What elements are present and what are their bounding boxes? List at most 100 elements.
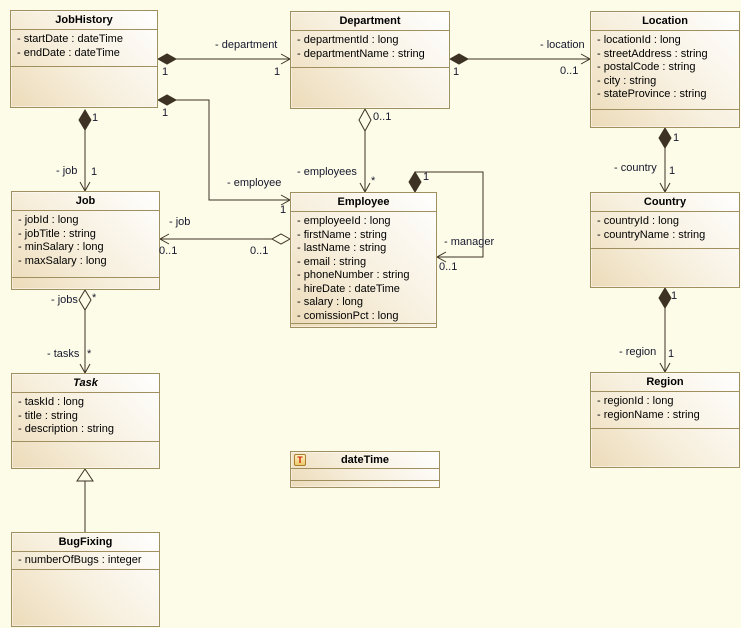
class-name: BugFixing xyxy=(12,533,159,552)
class-attribute: - postalCode : string xyxy=(597,61,696,73)
class-bugfixing[interactable]: BugFixing - numberOfBugs : integer xyxy=(11,532,160,627)
composition-diamond xyxy=(408,171,422,193)
aggregation-diamond xyxy=(270,233,292,245)
association-location-country[interactable] xyxy=(658,127,672,194)
class-attribute: - streetAddress : string xyxy=(597,47,708,60)
multiplicity: 1 xyxy=(671,290,678,302)
class-name: Task xyxy=(12,374,159,393)
class-attribute: - regionName : string xyxy=(597,408,700,421)
class-country[interactable]: Country - countryId : long - countryName… xyxy=(590,192,740,288)
class-attributes-compartment xyxy=(291,469,439,481)
class-operations-compartment xyxy=(591,110,739,127)
class-attribute: - locationId : long xyxy=(597,34,681,46)
association-jobhistory-department[interactable] xyxy=(156,53,292,65)
role-label: - location xyxy=(540,39,585,51)
multiplicity: * xyxy=(87,348,92,360)
class-attribute: - minSalary : long xyxy=(18,241,104,253)
class-attribute: - city : string xyxy=(597,74,657,87)
role-label: - job xyxy=(169,216,191,228)
role-label: - tasks xyxy=(47,348,80,360)
open-arrowhead xyxy=(158,233,170,245)
composition-diamond xyxy=(156,53,178,65)
class-attribute: - countryName : string xyxy=(597,228,706,241)
class-name: Job xyxy=(12,192,159,211)
multiplicity: 1 xyxy=(274,66,281,78)
association-country-region[interactable] xyxy=(658,287,672,374)
class-attribute: - firstName : string xyxy=(297,228,387,241)
role-label: - department xyxy=(215,39,278,51)
class-jobhistory[interactable]: JobHistory - startDate : dateTime - endD… xyxy=(10,10,158,108)
role-label: - region xyxy=(619,346,657,358)
class-name-bar: T dateTime xyxy=(291,452,439,469)
association-line xyxy=(158,99,290,201)
multiplicity: 0..1 xyxy=(373,111,392,123)
role-label: - employees xyxy=(297,166,357,178)
class-attribute: - numberOfBugs : integer xyxy=(18,554,142,566)
class-name: Location xyxy=(591,12,739,31)
generalization-bugfixing-task[interactable] xyxy=(76,468,94,532)
multiplicity: 0..1 xyxy=(250,245,269,257)
association-job-employee[interactable] xyxy=(158,233,292,245)
composition-diamond xyxy=(78,109,92,131)
class-name: dateTime xyxy=(340,454,390,466)
class-operations-compartment xyxy=(12,570,159,626)
class-attribute: - jobTitle : string xyxy=(18,227,96,240)
class-operations-compartment xyxy=(291,324,436,327)
class-location[interactable]: Location - locationId : long - streetAdd… xyxy=(590,11,740,128)
class-operations-compartment xyxy=(291,481,439,487)
multiplicity: 1 xyxy=(162,66,169,78)
multiplicity: 1 xyxy=(668,348,675,360)
composition-diamond xyxy=(658,287,672,309)
aggregation-diamond xyxy=(358,107,372,133)
class-attribute: - email : string xyxy=(297,255,367,268)
class-job[interactable]: Job - jobId : long - jobTitle : string -… xyxy=(11,191,160,290)
class-operations-compartment xyxy=(12,442,159,468)
class-attribute: - regionId : long xyxy=(597,395,674,407)
class-attribute: - description : string xyxy=(18,423,114,435)
class-attribute: - employeeId : long xyxy=(297,215,391,227)
multiplicity: 1 xyxy=(669,165,676,177)
generalization-triangle xyxy=(76,468,94,482)
association-jobhistory-employee[interactable] xyxy=(156,94,292,206)
multiplicity: 1 xyxy=(423,171,430,183)
class-attribute: - salary : long xyxy=(297,296,364,308)
class-region[interactable]: Region - regionId : long - regionName : … xyxy=(590,372,740,468)
class-datetime[interactable]: T dateTime xyxy=(290,451,440,488)
class-department[interactable]: Department - departmentId : long - depar… xyxy=(290,11,450,109)
multiplicity: 0..1 xyxy=(439,261,458,273)
multiplicity: 1 xyxy=(453,66,460,78)
association-line xyxy=(415,171,484,258)
association-department-employees[interactable] xyxy=(358,107,372,194)
multiplicity: 0..1 xyxy=(560,65,579,77)
class-task[interactable]: Task - taskId : long - title : string - … xyxy=(11,373,160,469)
association-job-task[interactable] xyxy=(78,289,92,375)
multiplicity: 1 xyxy=(673,132,680,144)
role-label: - jobs xyxy=(51,294,78,306)
class-employee[interactable]: Employee - employeeId : long - firstName… xyxy=(290,192,437,328)
class-name: Employee xyxy=(291,193,436,212)
class-attribute: - departmentId : long xyxy=(297,34,399,46)
class-operations-compartment xyxy=(591,429,739,467)
association-department-location[interactable] xyxy=(448,53,592,65)
association-jobhistory-job[interactable] xyxy=(78,109,92,193)
class-attribute: - hireDate : dateTime xyxy=(297,282,400,295)
class-attribute: - departmentName : string xyxy=(297,47,425,60)
multiplicity: 1 xyxy=(92,112,99,124)
class-name: Region xyxy=(591,373,739,392)
class-attribute: - title : string xyxy=(18,409,78,422)
class-attribute: - countryId : long xyxy=(597,215,679,227)
class-name: Department xyxy=(291,12,449,31)
multiplicity: 1 xyxy=(162,107,169,119)
class-operations-compartment xyxy=(12,278,159,289)
multiplicity: * xyxy=(371,175,376,187)
class-attribute: - phoneNumber : string xyxy=(297,269,410,281)
class-attribute: - stateProvince : string xyxy=(597,88,707,100)
association-employee-manager[interactable] xyxy=(408,171,484,263)
multiplicity: 0..1 xyxy=(159,245,178,257)
class-attribute: - comissionPct : long xyxy=(297,309,399,322)
multiplicity: 1 xyxy=(91,166,98,178)
primitive-type-icon: T xyxy=(294,454,306,466)
role-label: - manager xyxy=(444,236,495,248)
